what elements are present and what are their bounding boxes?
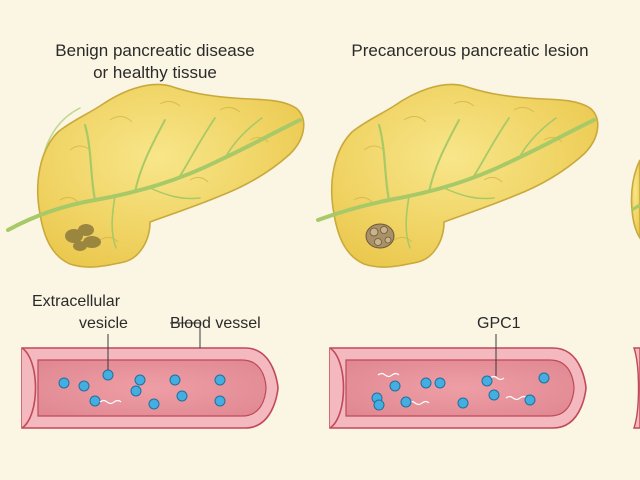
vesicle xyxy=(58,377,70,389)
vesicle xyxy=(176,390,188,402)
pancreas-body xyxy=(331,83,599,268)
vesicles xyxy=(371,372,550,411)
vesicle xyxy=(434,377,446,389)
vesicle xyxy=(134,374,146,386)
pancreas-partial-third xyxy=(630,159,640,240)
vesicle xyxy=(389,380,401,392)
blood-vessel-precancerous xyxy=(329,347,587,429)
vesicle xyxy=(169,374,181,386)
pancreas-body xyxy=(37,83,305,268)
vesicle xyxy=(130,385,142,397)
panel-1-title-line1: Benign pancreatic disease xyxy=(55,41,255,60)
panel-2-title-line1: Precancerous pancreatic lesion xyxy=(351,41,589,60)
vesicle xyxy=(214,374,226,386)
vesicle xyxy=(400,396,412,408)
label-vesicle: vesicle xyxy=(79,315,128,332)
panel-1-title: Benign pancreatic disease or healthy tis… xyxy=(20,40,290,84)
panel-2-title: Precancerous pancreatic lesion xyxy=(320,40,620,62)
precancerous-lesion xyxy=(365,223,395,249)
blood-vessel-healthy xyxy=(21,347,279,429)
vesicle xyxy=(148,398,160,410)
leader-lines xyxy=(107,322,497,376)
vesicle xyxy=(538,372,550,384)
label-blood-vessel: Blood vessel xyxy=(170,315,261,332)
vesicle xyxy=(420,377,432,389)
panel-1-title-line2: or healthy tissue xyxy=(93,63,217,82)
label-gpc1: GPC1 xyxy=(477,315,521,332)
vesicle xyxy=(524,394,536,406)
vesicles xyxy=(58,369,226,410)
blood-vessel-leader xyxy=(170,322,201,348)
vesicle xyxy=(488,389,500,401)
pancreas-healthy xyxy=(6,83,305,268)
vesicle xyxy=(78,380,90,392)
pancreas-precancerous xyxy=(316,83,599,268)
vesicle xyxy=(481,375,493,387)
label-extracellular: Extracellular xyxy=(32,293,121,310)
vesicle xyxy=(102,369,114,381)
vesicle xyxy=(373,399,385,411)
gpc1-strands xyxy=(377,372,528,406)
gpc1-strand xyxy=(99,399,122,405)
vesicle xyxy=(214,395,226,407)
blood-vessel-partial-third xyxy=(633,347,640,429)
pancreatic-duct xyxy=(6,107,302,249)
benign-lesion xyxy=(65,224,101,251)
vesicle xyxy=(457,397,469,409)
pancreatic-duct xyxy=(316,117,596,249)
vesicle xyxy=(89,395,101,407)
